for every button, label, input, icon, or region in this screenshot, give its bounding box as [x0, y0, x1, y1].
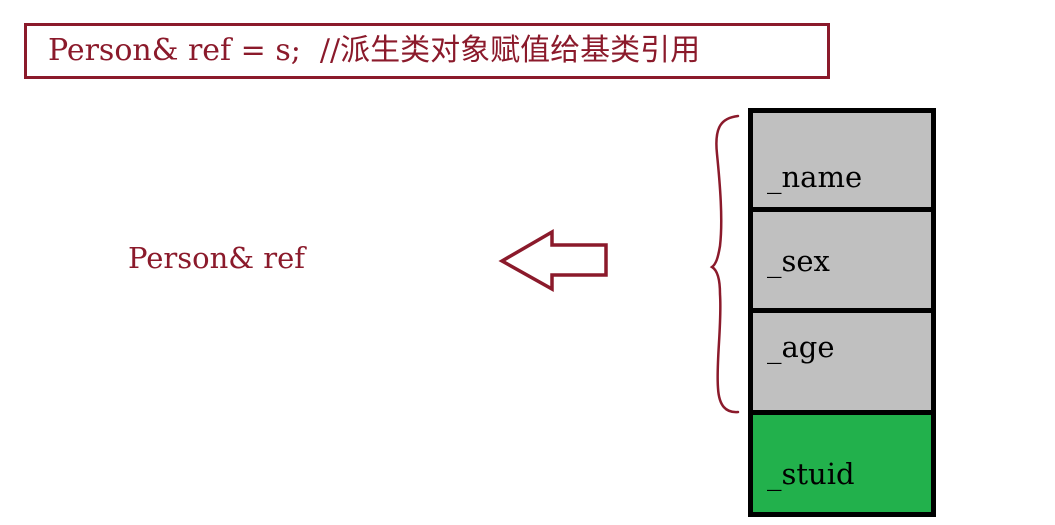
reference-label: Person& ref: [128, 241, 306, 275]
field-name-cell: _name: [748, 108, 936, 212]
field-stuid-label: _stuid: [767, 457, 855, 491]
code-statement: Person& ref = s; //派生类对象赋值给基类引用: [48, 33, 701, 68]
field-stuid-cell: _stuid: [748, 410, 936, 517]
field-sex-cell: _sex: [748, 207, 936, 313]
field-age-label: _age: [767, 330, 835, 364]
code-statement-box: [24, 23, 830, 79]
field-name-label: _name: [767, 160, 863, 194]
field-sex-label: _sex: [767, 244, 830, 278]
field-age-cell: _age: [748, 308, 936, 415]
left-arrow-icon: [498, 228, 608, 292]
base-part-brace-icon: [709, 114, 740, 414]
